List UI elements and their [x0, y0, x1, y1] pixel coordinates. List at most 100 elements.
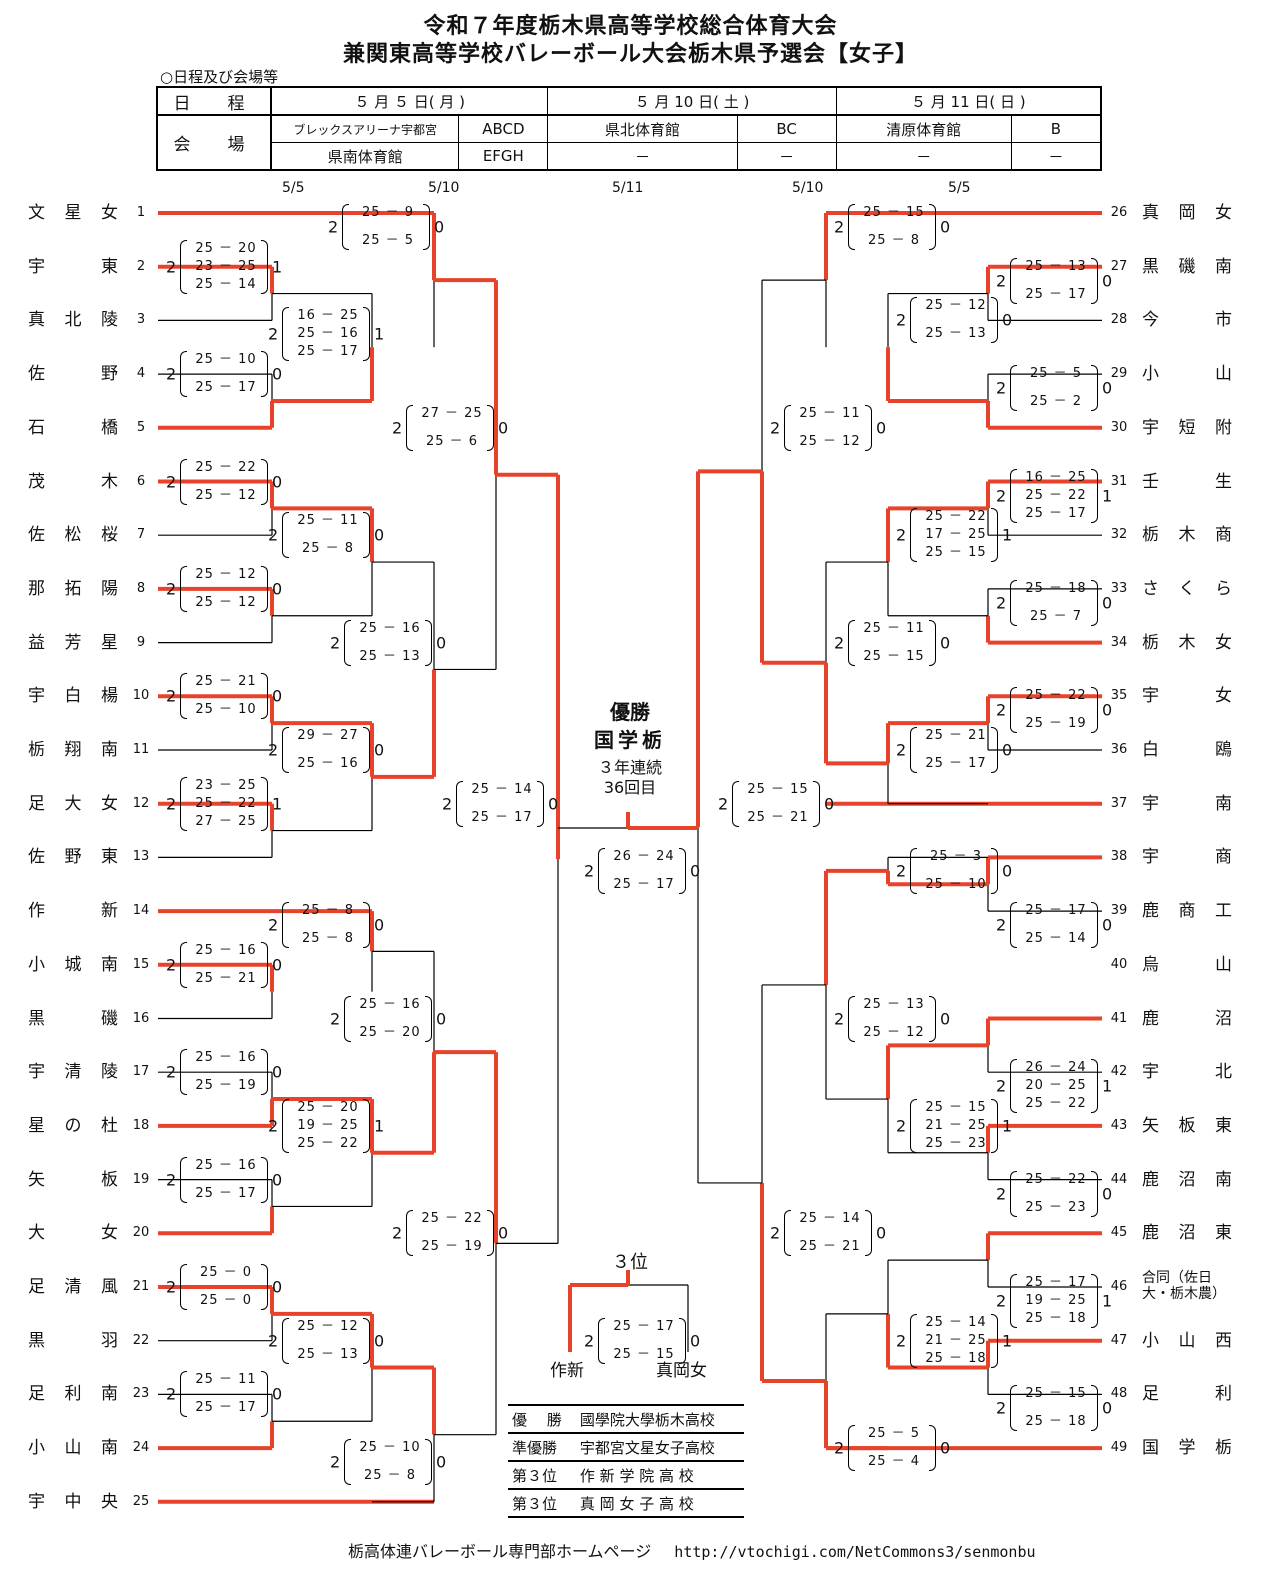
team-name: 栃木女 [1142, 632, 1232, 653]
court3a: B [1010, 114, 1102, 143]
sets-won: 2 [442, 794, 453, 814]
team-name: 宇清陵 [28, 1062, 118, 1083]
set-score: 25 － 17 [613, 1319, 675, 1334]
set-score: 23 － 25 [195, 777, 257, 793]
set-score: 25 － 8 [301, 931, 355, 947]
footer-url[interactable]: http://vtochigi.com/NetCommons3/senmonbu [674, 1543, 1036, 1561]
court3b: － [1010, 142, 1102, 171]
set-score: 16 － 25 [1025, 469, 1087, 485]
set-score: 25 － 21 [195, 970, 257, 986]
date-row-label: 日 程 [156, 86, 273, 116]
round-date-3: 5/11 [612, 180, 644, 196]
third-place-label: ３位 [612, 1252, 648, 1273]
set-score: 25 － 13 [359, 648, 421, 664]
sets-lost: 0 [940, 217, 951, 237]
result-rank: 優 勝 [508, 1404, 576, 1434]
team-number: 18 [132, 1117, 150, 1133]
result-rank: 第３位 [508, 1489, 576, 1518]
set-score: 25 － 16 [297, 326, 359, 342]
team-name: 足大女 [28, 793, 118, 814]
sets-won: 2 [896, 740, 907, 760]
team-number: 6 [136, 473, 146, 489]
sets-lost: 0 [434, 217, 445, 237]
set-score: 25 － 22 [195, 795, 257, 811]
set-score: 25 － 6 [425, 433, 479, 449]
sets-won: 2 [996, 1398, 1007, 1418]
set-score: 25 － 18 [1025, 580, 1087, 596]
set-score: 21 － 25 [925, 1332, 987, 1348]
team-name: 鹿沼南 [1142, 1169, 1232, 1190]
champion-team: 国学栃 [594, 728, 666, 752]
team-number: 26 [1110, 205, 1128, 220]
day3-label: ５ 月 11 日( 日 ) [835, 86, 1102, 116]
set-score: 25 － 5 [867, 1426, 921, 1442]
result-school: 作 新 学 院 高 校 [575, 1461, 744, 1490]
team-number: 29 [1110, 366, 1128, 382]
set-score: 25 － 22 [1025, 1096, 1087, 1112]
set-score: 25 － 16 [359, 996, 421, 1012]
venue3a: 清原体育館 [835, 114, 1012, 143]
set-score: 25 － 17 [471, 809, 533, 825]
team-name: 石橋 [28, 417, 118, 438]
team-name: 星の杜 [28, 1115, 118, 1136]
team-name: 真北陵 [28, 310, 118, 331]
sets-won: 2 [834, 217, 845, 237]
set-score: 25 － 17 [1025, 505, 1087, 521]
champion-streak: ３年連続 36回目 [570, 758, 690, 798]
team-number: 48 [1110, 1386, 1128, 1402]
set-score: 25 － 16 [195, 1050, 257, 1066]
sets-lost: 0 [436, 633, 447, 653]
sets-won: 2 [834, 633, 845, 653]
team-number: 8 [136, 580, 146, 596]
team-number: 28 [1110, 312, 1128, 328]
set-scores: 29 － 27 25 － 16 [282, 727, 370, 773]
set-score: 25 － 7 [1029, 608, 1083, 624]
team-name: 白鴎 [1142, 740, 1232, 760]
set-score: 25 － 11 [195, 1372, 257, 1388]
sets-lost: 1 [374, 1116, 385, 1136]
set-scores: 25 － 18 25 － 7 [1010, 579, 1098, 626]
sets-won: 2 [834, 1009, 845, 1028]
team-name: 宇中央 [28, 1491, 118, 1512]
set-score: 25 － 16 [297, 756, 359, 771]
venue2a: 県北体育館 [547, 114, 738, 143]
set-score: 25 － 15 [925, 545, 987, 561]
team-number: 40 [1110, 956, 1128, 972]
set-score: 25 － 12 [297, 1318, 359, 1334]
set-score: 29 － 27 [297, 728, 359, 743]
sets-lost: 1 [1002, 1116, 1013, 1136]
set-score: 19 － 25 [297, 1117, 359, 1133]
set-score: 25 － 18 [1025, 1311, 1087, 1326]
result-rank: 準優勝 [508, 1433, 576, 1462]
set-score: 26 － 24 [1025, 1060, 1087, 1076]
title-line2: 兼関東高等学校バレーボール大会栃木県予選会【女子】 [342, 42, 918, 67]
set-score: 25 － 13 [1025, 258, 1087, 274]
sets-won: 2 [268, 525, 279, 545]
set-score: 25 － 22 [421, 1211, 483, 1227]
set-score: 25 － 18 [1025, 1414, 1087, 1430]
set-score: 25 － 17 [297, 344, 359, 360]
